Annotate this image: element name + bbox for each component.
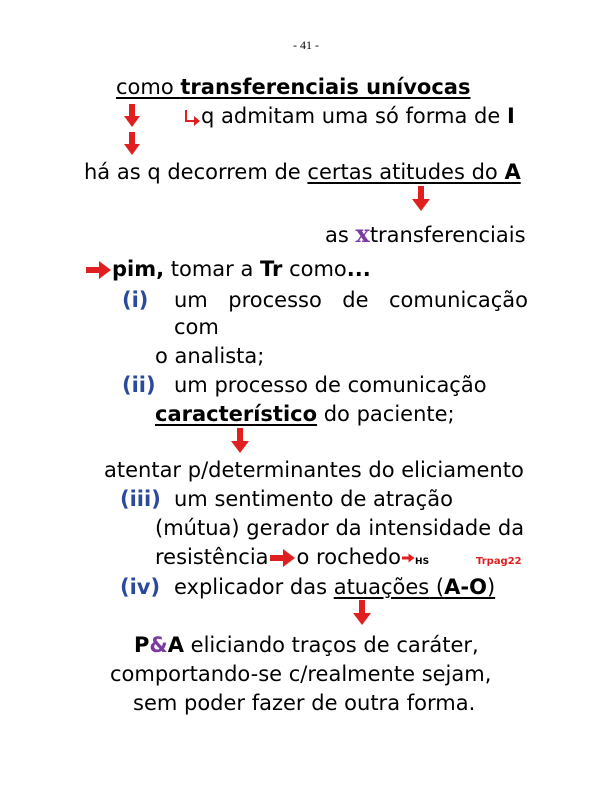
final-line-1: P&A eliciando traços de caráter, — [134, 632, 479, 658]
arrow-down-icon — [353, 600, 371, 625]
page-number: - 41 - — [293, 38, 319, 52]
arrow-down-icon — [412, 186, 430, 211]
line-transferenciais-univocas: como transferenciais unívocas — [116, 74, 470, 100]
item-ii-line1: um processo de comunicação — [174, 373, 487, 397]
text: do paciente; — [317, 402, 455, 426]
line-xtransferenciais: as xtransferenciais — [325, 221, 526, 248]
line-pim: pim, tomar a Tr como... — [112, 256, 371, 282]
text-como: como — [116, 75, 181, 99]
item-i-line2: com — [174, 315, 219, 339]
text-bold: A — [504, 160, 521, 184]
arrow-down-icon — [124, 132, 140, 155]
text: resistência — [155, 545, 269, 569]
arrow-down-icon — [124, 104, 140, 127]
item-iii-line1: um sentimento de atração — [174, 487, 453, 511]
arrow-right-icon — [86, 261, 111, 279]
text-bold: I — [506, 104, 515, 128]
item-i-line3: o analista; — [155, 344, 265, 368]
arrow-right-icon — [269, 549, 295, 567]
item-i-line1: um processo de comunicação — [174, 287, 528, 313]
item-label-ii: (ii) — [122, 373, 156, 397]
text: como — [282, 257, 347, 281]
final-line-2: comportando-se c/realmente sejam, — [110, 662, 492, 686]
text: certas atitudes do — [307, 160, 505, 184]
item-iii-line2: (mútua) gerador da intensidade da — [155, 516, 525, 540]
text-underline: característico — [155, 402, 318, 426]
arrow-right-icon — [402, 553, 415, 563]
line-atitudes: há as q decorrem de certas atitudes do A — [84, 159, 521, 185]
text-bold: A — [167, 633, 184, 657]
text-bold: P — [134, 633, 150, 657]
item-label-i: (i) — [122, 288, 149, 312]
text: de — [342, 288, 369, 312]
text-ampersand: & — [149, 633, 168, 657]
line-admitam: q admitam uma só forma de I — [201, 103, 515, 129]
text-underline: certas atitudes do A — [307, 160, 520, 184]
text: ) — [486, 575, 496, 599]
text: q admitam uma só forma de — [201, 104, 507, 128]
line-atentar: atentar p/determinantes do eliciamento — [104, 458, 524, 482]
text: tomar a — [164, 257, 261, 281]
text-underline: (A-O) — [429, 575, 495, 599]
text: explicador das — [174, 575, 334, 599]
item-iv-line1: explicador das atuações (A-O) — [174, 574, 495, 600]
text-bold: pim, — [112, 257, 165, 281]
text-bold: ... — [346, 257, 371, 281]
text-bold: transferenciais unívocas — [180, 75, 471, 99]
text: o rochedo — [296, 545, 402, 569]
item-ii-line2: característico do paciente; — [155, 401, 455, 427]
text-hs: HS — [415, 557, 430, 567]
final-line-3: sem poder fazer de outra forma. — [133, 691, 476, 715]
text: há as q decorrem de — [84, 160, 308, 184]
text: um — [174, 288, 208, 312]
text-x: x — [355, 219, 370, 248]
text: transferenciais — [369, 223, 526, 247]
text: como transferenciais unívocas — [116, 75, 470, 99]
text: comunicação — [388, 288, 528, 312]
text: ( — [429, 575, 445, 599]
text-underline: atuações — [333, 575, 430, 599]
page-reference: Trpag22 — [476, 556, 522, 567]
text-bold: A-O — [444, 575, 487, 599]
text-bold: Tr — [260, 257, 283, 281]
item-label-iii: (iii) — [120, 487, 161, 511]
text: as — [325, 223, 356, 247]
text: eliciando traços de caráter, — [184, 633, 479, 657]
arrow-down-icon — [231, 428, 249, 453]
text: processo — [228, 288, 322, 312]
corner-arrow-icon — [185, 110, 200, 126]
item-label-iv: (iv) — [120, 575, 161, 599]
